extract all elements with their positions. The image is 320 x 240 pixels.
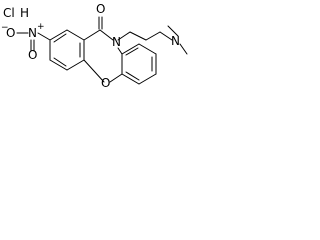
ring-oxygen: O: [101, 76, 110, 90]
nitro-oxygen: O: [28, 48, 37, 62]
chlorine-atom: Cl: [3, 6, 15, 20]
carbonyl-oxygen: O: [96, 2, 105, 16]
dimethylaminopropyl-chain: N: [117, 25, 188, 55]
carbonyl-group: O: [96, 2, 105, 30]
ring-nitrogen: N: [112, 35, 121, 49]
nitro-plus-charge: +: [37, 22, 45, 32]
nitro-nitrogen: N: [28, 26, 37, 40]
hydrogen-atom: H: [20, 6, 29, 20]
nitro-minus-charge: −: [1, 23, 9, 33]
amine-nitrogen: N: [171, 34, 180, 48]
left-benzene-ring: [49, 29, 85, 71]
central-seven-membered-ring: [83, 29, 123, 83]
molecular-structure: Cl H N + O − O O N: [1, 2, 188, 90]
nitro-group: N + O − O: [1, 22, 51, 62]
hydrochloride-label: Cl H: [3, 6, 29, 20]
right-benzene-ring: [117, 43, 157, 85]
nitro-oxygen-anion: O: [6, 26, 15, 40]
